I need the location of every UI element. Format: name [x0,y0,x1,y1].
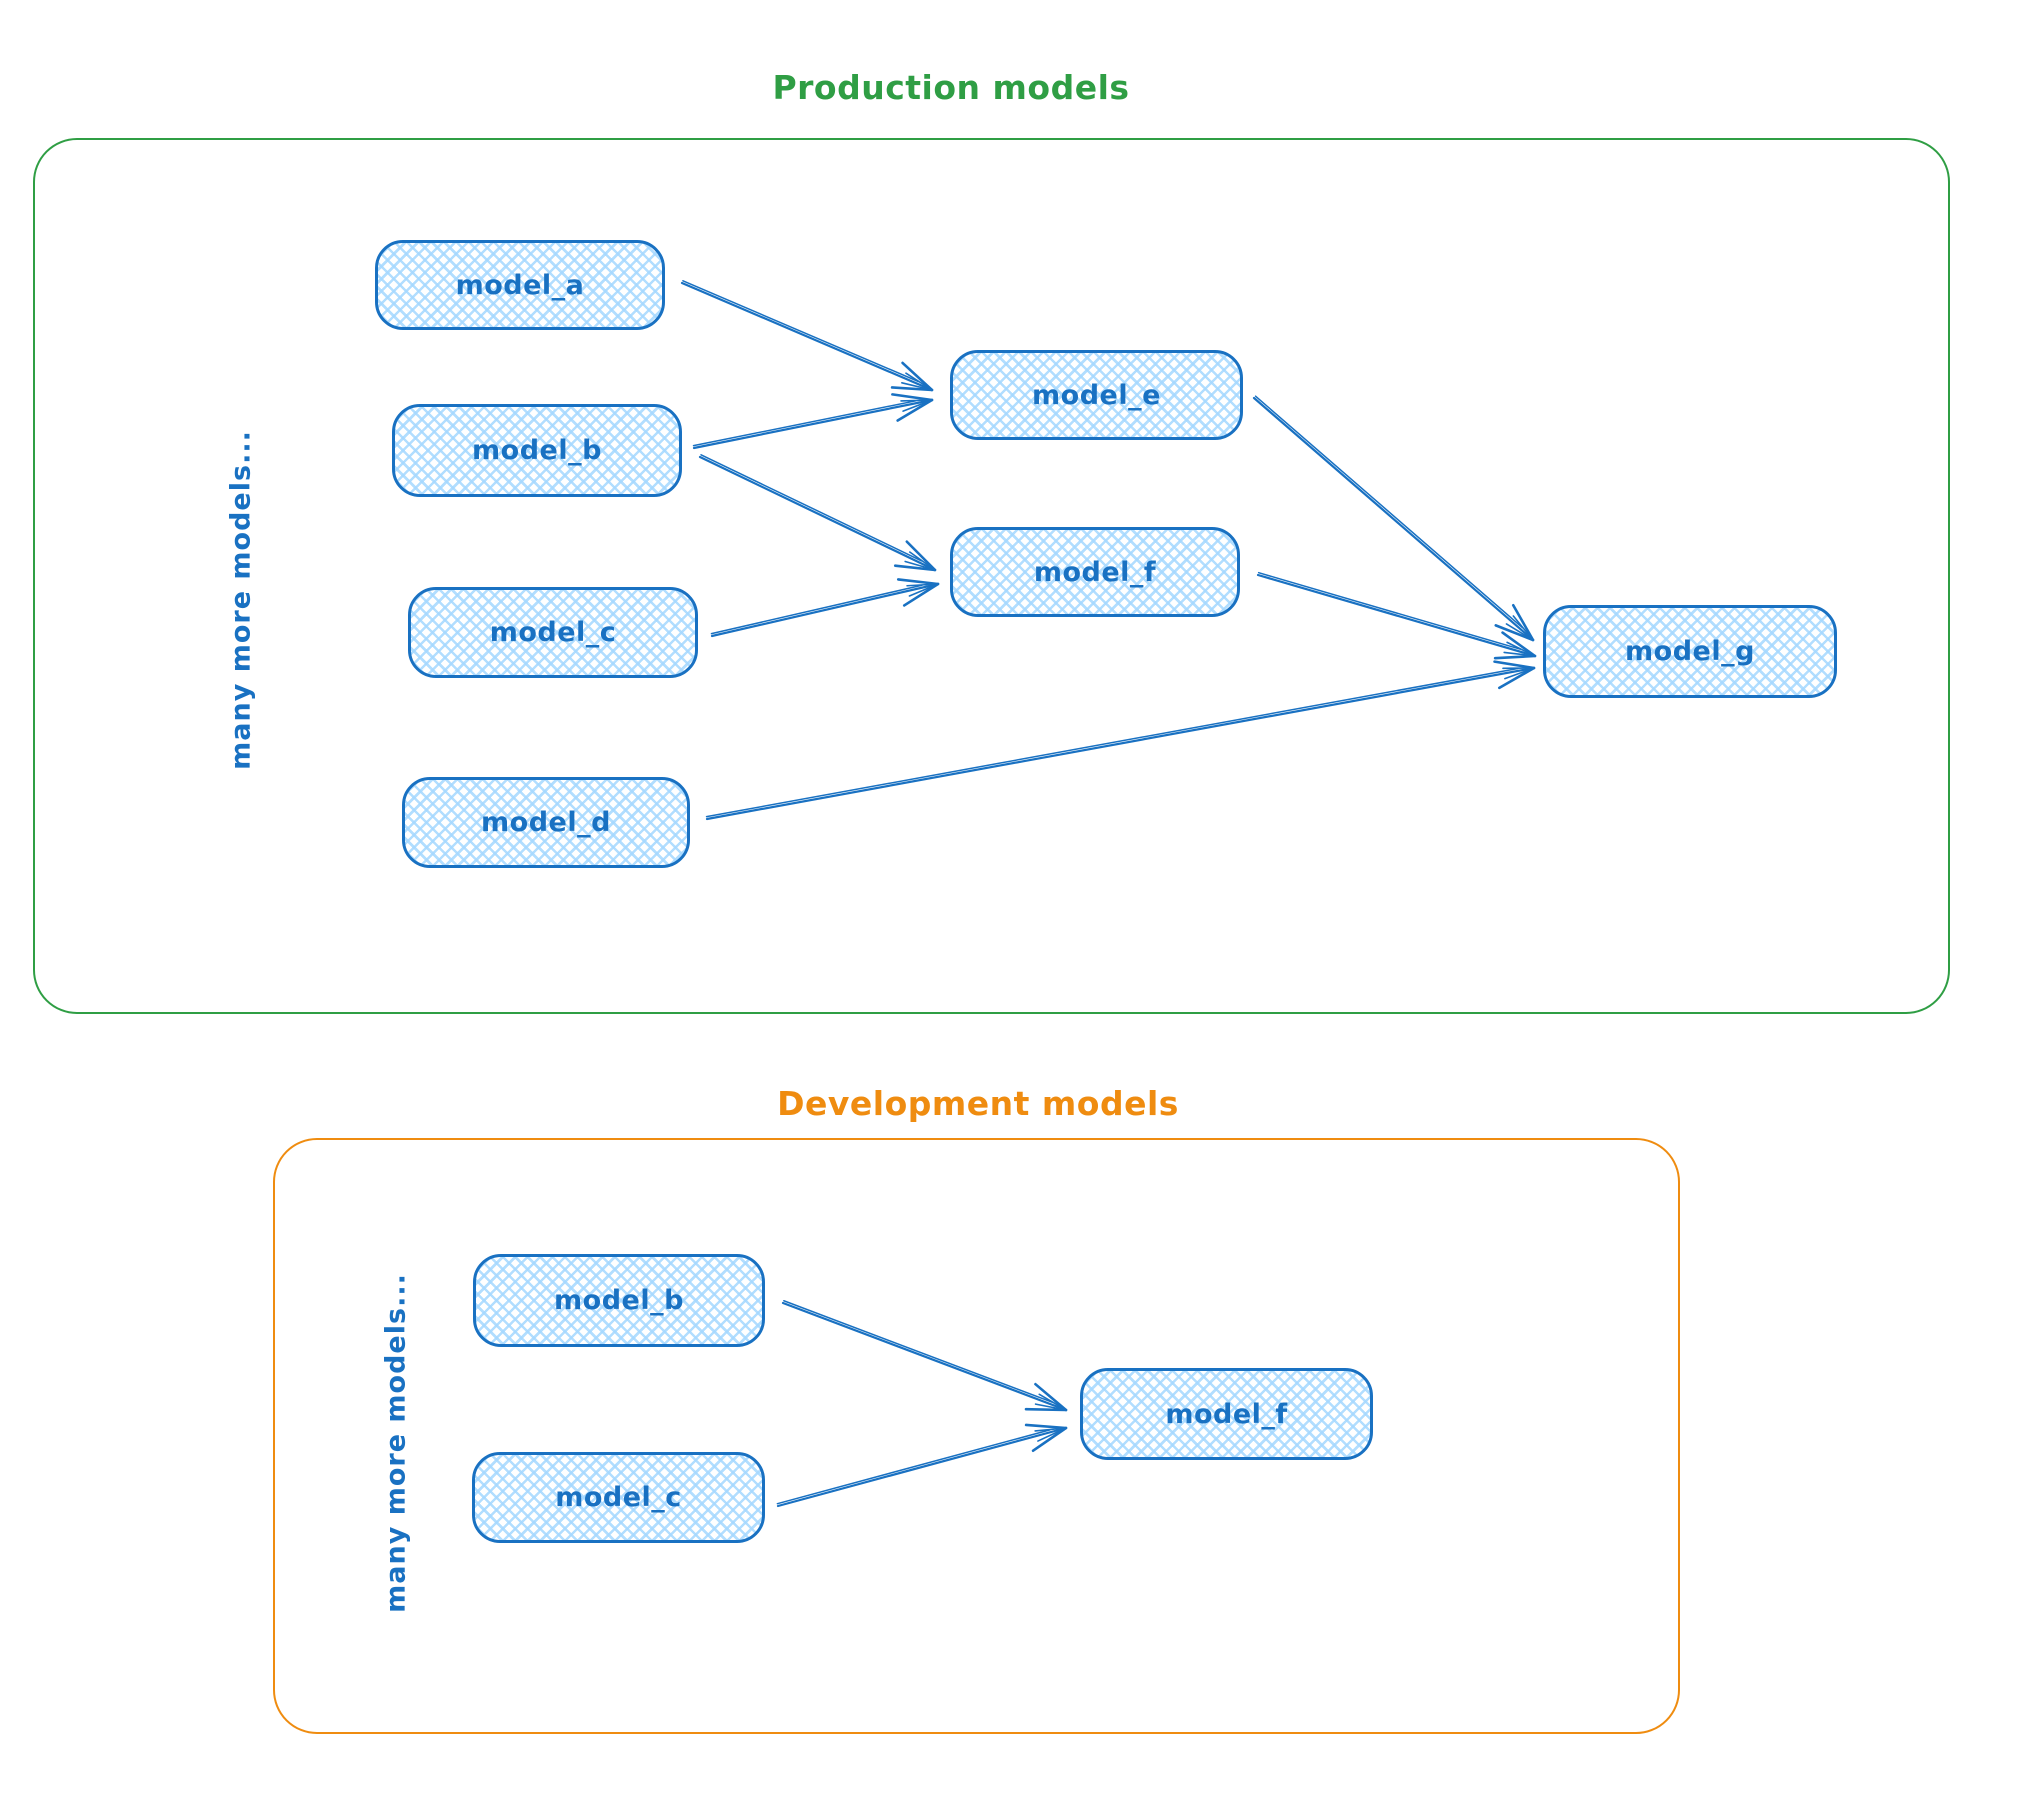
node-model_e-label: model_e [1032,379,1161,411]
node-model_f-dev[interactable]: model_f [1080,1368,1373,1460]
node-model_d[interactable]: model_d [402,777,690,868]
node-model_d-label: model_d [481,807,611,838]
production-container[interactable] [33,138,1950,1014]
node-model_c[interactable]: model_c [408,587,698,678]
node-model_e[interactable]: model_e [950,350,1243,440]
node-model_b-label: model_b [472,435,602,466]
node-model_b-dev[interactable]: model_b [473,1254,765,1347]
node-model_f-dev-label: model_f [1165,1398,1288,1430]
production-title[interactable]: Production models [772,68,1130,107]
production-side-label[interactable]: many more models... [225,430,257,770]
node-model_c-dev[interactable]: model_c [472,1452,765,1543]
development-container[interactable] [273,1138,1680,1734]
node-model_f[interactable]: model_f [950,527,1240,617]
node-model_g-label: model_g [1625,636,1755,667]
development-side-label[interactable]: many more models... [380,1273,412,1613]
node-model_c-dev-label: model_c [555,1482,682,1513]
node-model_g[interactable]: model_g [1543,605,1837,698]
node-model_a-label: model_a [455,269,585,301]
node-model_a[interactable]: model_a [375,240,665,330]
development-title[interactable]: Development models [777,1084,1179,1123]
node-model_b-dev-label: model_b [554,1285,684,1316]
node-model_c-label: model_c [489,617,617,648]
node-model_b[interactable]: model_b [392,404,682,497]
node-model_f-label: model_f [1033,556,1157,588]
